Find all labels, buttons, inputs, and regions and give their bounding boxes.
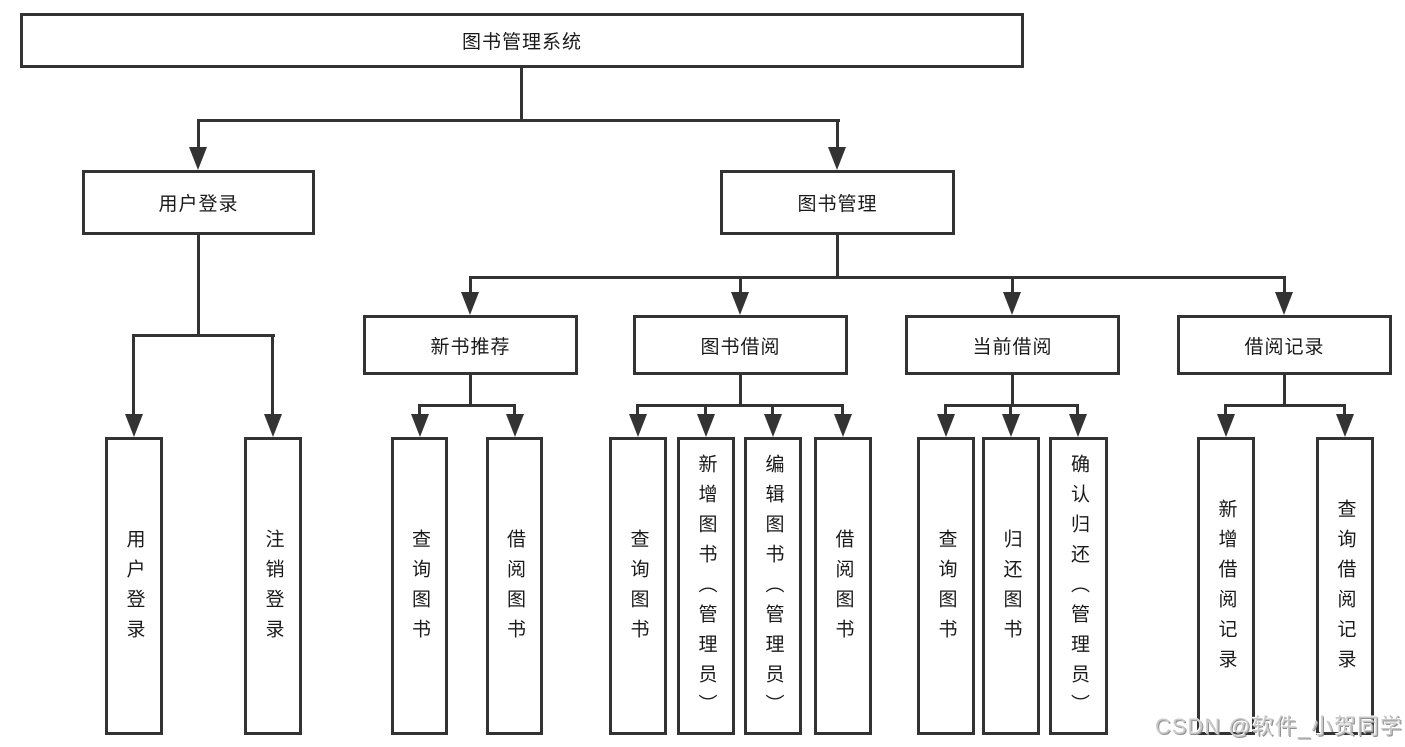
node-borrowing-records: 借阅记录 bbox=[1177, 315, 1392, 375]
leaf-borrow-add-book-admin: 新增图书（管理员） bbox=[677, 437, 735, 735]
node-new-book-recommend: 新书推荐 bbox=[363, 315, 578, 375]
connector-line bbox=[739, 276, 742, 294]
connector-line bbox=[1011, 276, 1014, 294]
node-user-login: 用户登录 bbox=[82, 170, 315, 235]
arrowhead-down-icon bbox=[1336, 414, 1354, 437]
connector-line bbox=[636, 404, 844, 407]
arrowhead-down-icon bbox=[1069, 414, 1087, 437]
connector-line bbox=[197, 119, 200, 150]
connector-line bbox=[418, 404, 516, 407]
arrowhead-down-icon bbox=[828, 147, 846, 170]
arrowhead-down-icon bbox=[1002, 414, 1020, 437]
leaf-borrow-edit-book-admin: 编辑图书（管理员） bbox=[744, 437, 802, 735]
connector-line bbox=[1283, 375, 1286, 406]
arrowhead-down-icon bbox=[697, 414, 715, 437]
connector-line bbox=[513, 404, 516, 416]
connector-line bbox=[469, 276, 472, 294]
connector-line bbox=[469, 276, 1286, 279]
connector-line bbox=[1283, 276, 1286, 294]
connector-line bbox=[418, 404, 421, 416]
leaf-current-confirm-return-admin: 确认归还（管理员） bbox=[1049, 437, 1108, 735]
connector-line bbox=[132, 334, 135, 416]
connector-line bbox=[944, 404, 947, 416]
connector-line bbox=[197, 235, 200, 336]
arrowhead-down-icon bbox=[629, 414, 647, 437]
leaf-user-login: 用户登录 bbox=[105, 437, 163, 735]
leaf-logout: 注销登录 bbox=[244, 437, 302, 735]
leaf-borrow-query-books: 查询图书 bbox=[609, 437, 667, 735]
arrowhead-down-icon bbox=[506, 414, 524, 437]
arrowhead-down-icon bbox=[461, 292, 479, 315]
connector-line bbox=[1011, 375, 1014, 406]
connector-line bbox=[636, 404, 639, 416]
node-library-management-system: 图书管理系统 bbox=[20, 13, 1024, 68]
arrowhead-down-icon bbox=[1217, 414, 1235, 437]
arrowhead-down-icon bbox=[834, 414, 852, 437]
arrowhead-down-icon bbox=[1003, 292, 1021, 315]
arrowhead-down-icon bbox=[937, 414, 955, 437]
leaf-records-query-record: 查询借阅记录 bbox=[1316, 437, 1374, 735]
connector-line bbox=[132, 334, 275, 337]
node-book-borrowing: 图书借阅 bbox=[633, 315, 848, 375]
leaf-newbooks-query-books: 查询图书 bbox=[391, 437, 448, 735]
node-current-borrowing: 当前借阅 bbox=[905, 315, 1120, 375]
connector-line bbox=[836, 119, 839, 150]
leaf-newbooks-borrow-books: 借阅图书 bbox=[486, 437, 543, 735]
arrowhead-down-icon bbox=[125, 414, 143, 437]
connector-line bbox=[197, 119, 840, 122]
connector-line bbox=[841, 404, 844, 416]
connector-line bbox=[704, 404, 707, 416]
connector-line bbox=[836, 235, 839, 278]
connector-line bbox=[271, 334, 274, 416]
node-book-management: 图书管理 bbox=[720, 170, 955, 235]
leaf-current-query-books: 查询图书 bbox=[917, 437, 975, 735]
arrowhead-down-icon bbox=[411, 414, 429, 437]
connector-line bbox=[469, 375, 472, 406]
arrowhead-down-icon bbox=[731, 292, 749, 315]
arrowhead-down-icon bbox=[1275, 292, 1293, 315]
connector-line bbox=[520, 68, 523, 122]
connector-line bbox=[739, 375, 742, 406]
leaf-current-return-books: 归还图书 bbox=[982, 437, 1040, 735]
leaf-borrow-borrow-books: 借阅图书 bbox=[814, 437, 872, 735]
connector-line bbox=[771, 404, 774, 416]
arrowhead-down-icon bbox=[264, 414, 282, 437]
connector-line bbox=[1224, 404, 1227, 416]
arrowhead-down-icon bbox=[764, 414, 782, 437]
connector-line bbox=[1076, 404, 1079, 416]
watermark-text: CSDN @软件_小贺同学 bbox=[1154, 714, 1403, 739]
connector-line bbox=[1343, 404, 1346, 416]
connector-line bbox=[1009, 404, 1012, 416]
leaf-records-add-record: 新增借阅记录 bbox=[1197, 437, 1255, 735]
connector-line bbox=[1224, 404, 1346, 407]
arrowhead-down-icon bbox=[189, 147, 207, 170]
